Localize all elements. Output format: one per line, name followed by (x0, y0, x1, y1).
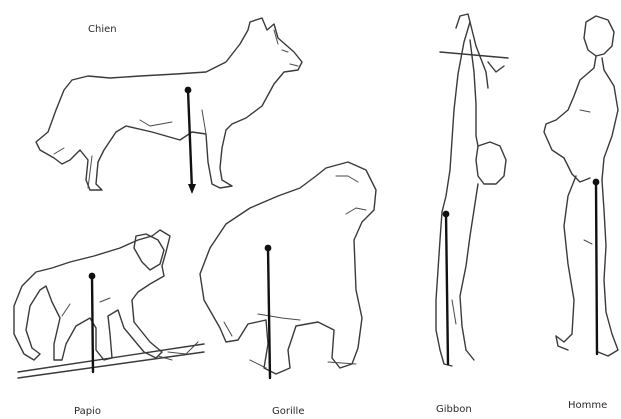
gorilla-illustration (200, 162, 376, 374)
baboon-illustration (14, 230, 198, 360)
label-homme: Homme (568, 400, 607, 411)
human-gravity-line (593, 179, 600, 354)
label-papio: Papio (74, 406, 101, 417)
baboon-gravity-line (89, 273, 96, 372)
baboon-ground-branch-lower (18, 352, 204, 378)
label-chien: Chien (88, 24, 117, 35)
label-gibbon: Gibbon (436, 404, 472, 415)
gibbon-gravity-line (443, 211, 450, 364)
human-illustration (544, 16, 618, 356)
dog-gravity-line (185, 87, 196, 194)
dog-illustration (36, 18, 302, 190)
label-gorille: Gorille (272, 406, 304, 417)
